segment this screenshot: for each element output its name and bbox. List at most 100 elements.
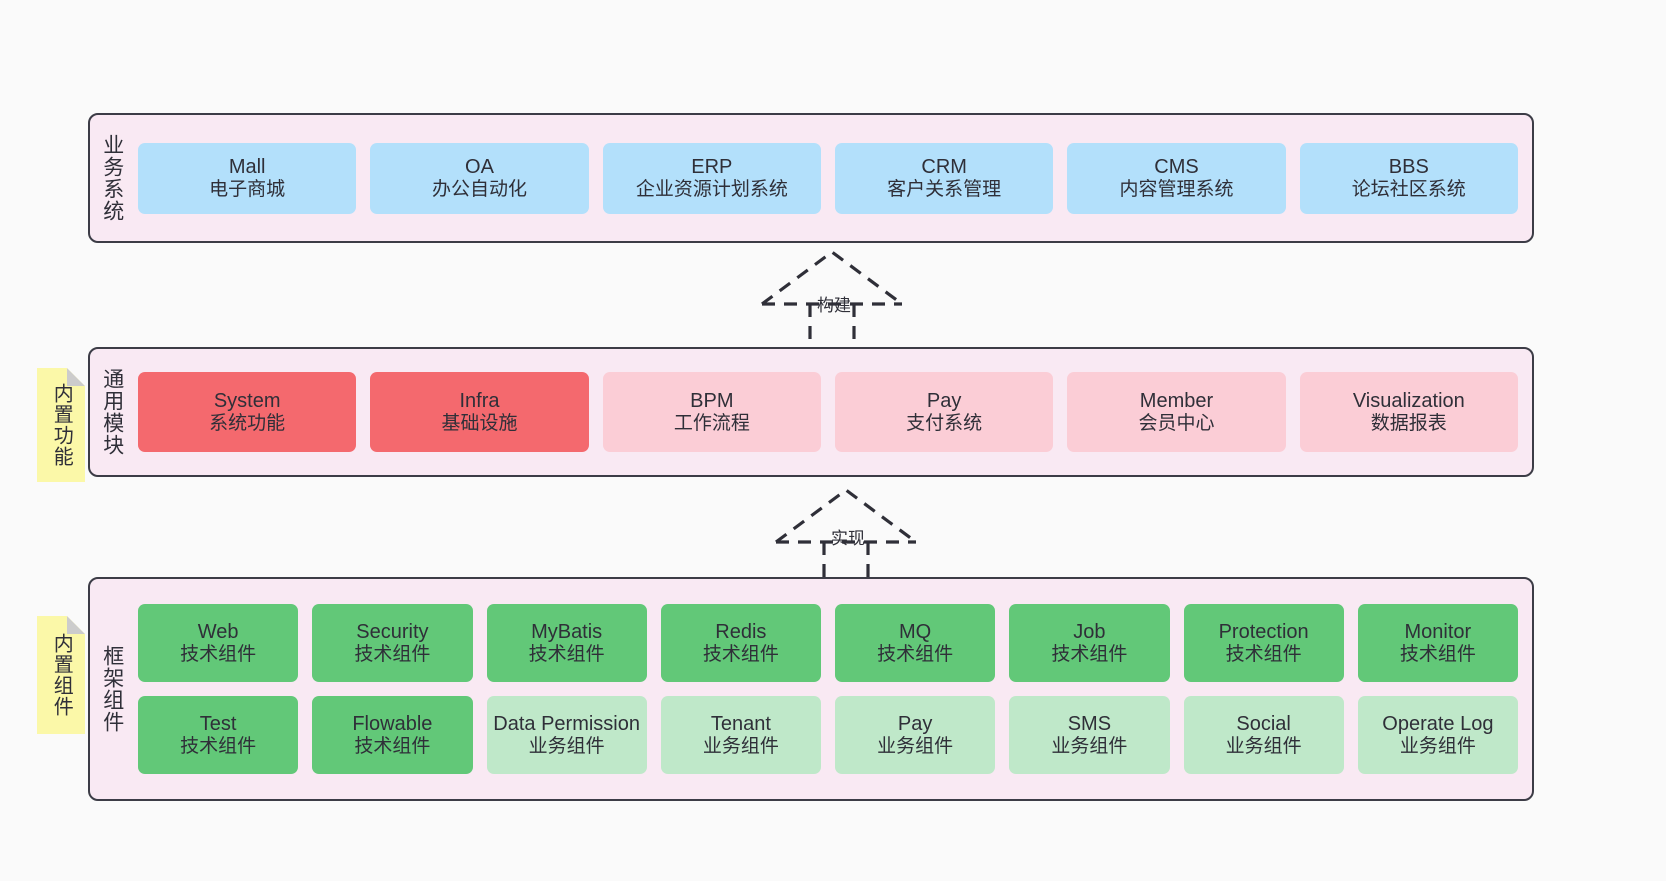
- card-subtitle: 技术组件: [354, 735, 431, 757]
- card-subtitle: 技术组件: [354, 643, 431, 665]
- card-title: Test: [199, 712, 237, 735]
- card-member[interactable]: Member 会员中心: [1067, 372, 1286, 452]
- card-test[interactable]: Test 技术组件: [138, 696, 299, 774]
- card-protection[interactable]: Protection 技术组件: [1183, 604, 1344, 682]
- card-mall[interactable]: Mall 电子商城: [138, 142, 357, 214]
- note-fold-corner-icon: [67, 368, 85, 386]
- card-system[interactable]: System 系统功能: [138, 372, 357, 452]
- layer-framework-components: 框架组件 Web 技术组件 Security 技术组件 MyBatis 技术组件…: [88, 577, 1534, 801]
- card-title: Pay: [897, 712, 933, 735]
- card-operate-log[interactable]: Operate Log 业务组件: [1357, 696, 1518, 774]
- card-title: CRM: [921, 155, 967, 178]
- layer-title-business-system: 业务系统: [100, 134, 124, 222]
- card-title: BPM: [690, 389, 734, 412]
- card-row: System 系统功能 Infra 基础设施 BPM 工作流程 Pay 支付系统…: [138, 372, 1518, 452]
- card-title: Data Permission: [493, 712, 640, 735]
- card-visualization[interactable]: Visualization 数据报表: [1299, 372, 1518, 452]
- card-row: Test 技术组件 Flowable 技术组件 Data Permission …: [138, 696, 1518, 774]
- card-job[interactable]: Job 技术组件: [1009, 604, 1170, 682]
- card-subtitle: 技术组件: [702, 643, 779, 665]
- card-crm[interactable]: CRM 客户关系管理: [834, 142, 1054, 214]
- card-sms[interactable]: SMS 业务组件: [1009, 696, 1170, 774]
- card-subtitle: 技术组件: [528, 643, 605, 665]
- layer-common-modules: 通用模块 System 系统功能 Infra 基础设施 BPM 工作流程 Pay…: [88, 347, 1534, 477]
- card-title: OA: [465, 155, 494, 178]
- card-subtitle: 技术组件: [1399, 643, 1476, 665]
- card-subtitle: 会员中心: [1138, 412, 1215, 434]
- card-subtitle: 技术组件: [877, 643, 954, 665]
- card-subtitle: 企业资源计划系统: [635, 178, 788, 200]
- card-flowable[interactable]: Flowable 技术组件: [312, 696, 473, 774]
- card-pay[interactable]: Pay 支付系统: [834, 372, 1054, 452]
- note-builtin-functions: 内置功能: [37, 368, 85, 482]
- card-pay-component[interactable]: Pay 业务组件: [835, 696, 996, 774]
- card-title: Member: [1139, 389, 1214, 412]
- card-title: Web: [197, 620, 239, 643]
- card-redis[interactable]: Redis 技术组件: [660, 604, 821, 682]
- card-subtitle: 技术组件: [180, 643, 257, 665]
- card-subtitle: 业务组件: [1399, 735, 1476, 757]
- card-title: Operate Log: [1382, 712, 1494, 735]
- card-security[interactable]: Security 技术组件: [312, 604, 473, 682]
- card-title: BBS: [1388, 155, 1429, 178]
- layer-body-business-system: Mall 电子商城 OA 办公自动化 ERP 企业资源计划系统 CRM 客户关系…: [134, 115, 1532, 241]
- card-subtitle: 基础设施: [441, 412, 518, 434]
- card-subtitle: 技术组件: [180, 735, 257, 757]
- card-bbs[interactable]: BBS 论坛社区系统: [1299, 142, 1518, 214]
- card-erp[interactable]: ERP 企业资源计划系统: [602, 142, 821, 214]
- card-web[interactable]: Web 技术组件: [138, 604, 299, 682]
- connector-implement-label: 实现: [831, 529, 865, 548]
- card-subtitle: 业务组件: [702, 735, 779, 757]
- card-mq[interactable]: MQ 技术组件: [835, 604, 996, 682]
- note-builtin-components: 内置组件: [37, 616, 85, 734]
- card-row: Mall 电子商城 OA 办公自动化 ERP 企业资源计划系统 CRM 客户关系…: [138, 142, 1518, 214]
- card-subtitle: 技术组件: [1225, 643, 1302, 665]
- layer-body-common-modules: System 系统功能 Infra 基础设施 BPM 工作流程 Pay 支付系统…: [134, 349, 1532, 475]
- card-social[interactable]: Social 业务组件: [1183, 696, 1344, 774]
- note-fold-corner-icon: [67, 616, 85, 634]
- card-infra[interactable]: Infra 基础设施: [370, 372, 589, 452]
- card-oa[interactable]: OA 办公自动化: [370, 142, 589, 214]
- card-title: Monitor: [1404, 620, 1472, 643]
- card-subtitle: 支付系统: [906, 412, 983, 434]
- card-subtitle: 系统功能: [209, 412, 286, 434]
- card-title: Security: [356, 620, 429, 643]
- card-title: System: [213, 389, 281, 412]
- layer-title-framework-components: 框架组件: [100, 645, 124, 733]
- card-data-permission[interactable]: Data Permission 业务组件: [486, 696, 647, 774]
- card-title: Infra: [459, 389, 500, 412]
- connector-build-label: 构建: [817, 296, 851, 315]
- card-mybatis[interactable]: MyBatis 技术组件: [486, 604, 647, 682]
- card-bpm[interactable]: BPM 工作流程: [602, 372, 821, 452]
- card-title: Redis: [715, 620, 767, 643]
- card-subtitle: 技术组件: [1051, 643, 1128, 665]
- layer-title-common-modules: 通用模块: [100, 368, 124, 456]
- card-title: Visualization: [1352, 389, 1465, 412]
- card-row: Web 技术组件 Security 技术组件 MyBatis 技术组件 Redi…: [138, 604, 1518, 682]
- card-tenant[interactable]: Tenant 业务组件: [660, 696, 821, 774]
- layer-business-system: 业务系统 Mall 电子商城 OA 办公自动化 ERP 企业资源计划系统 CRM…: [88, 113, 1534, 243]
- card-title: Protection: [1218, 620, 1309, 643]
- card-subtitle: 数据报表: [1370, 412, 1447, 434]
- note-label: 内置组件: [50, 633, 73, 717]
- card-title: CMS: [1154, 155, 1199, 178]
- card-title: SMS: [1067, 712, 1112, 735]
- card-cms[interactable]: CMS 内容管理系统: [1067, 142, 1286, 214]
- card-title: MQ: [899, 620, 932, 643]
- card-subtitle: 电子商城: [209, 178, 286, 200]
- card-title: Flowable: [352, 712, 433, 735]
- card-subtitle: 工作流程: [673, 412, 750, 434]
- card-title: Tenant: [710, 712, 771, 735]
- card-title: Mall: [228, 155, 266, 178]
- card-subtitle: 业务组件: [1051, 735, 1128, 757]
- card-title: MyBatis: [531, 620, 603, 643]
- card-monitor[interactable]: Monitor 技术组件: [1357, 604, 1518, 682]
- note-label: 内置功能: [50, 383, 73, 467]
- card-subtitle: 业务组件: [1225, 735, 1302, 757]
- card-title: Social: [1236, 712, 1291, 735]
- card-subtitle: 业务组件: [528, 735, 605, 757]
- card-title: ERP: [691, 155, 733, 178]
- card-subtitle: 客户关系管理: [887, 178, 1002, 200]
- card-subtitle: 内容管理系统: [1119, 178, 1234, 200]
